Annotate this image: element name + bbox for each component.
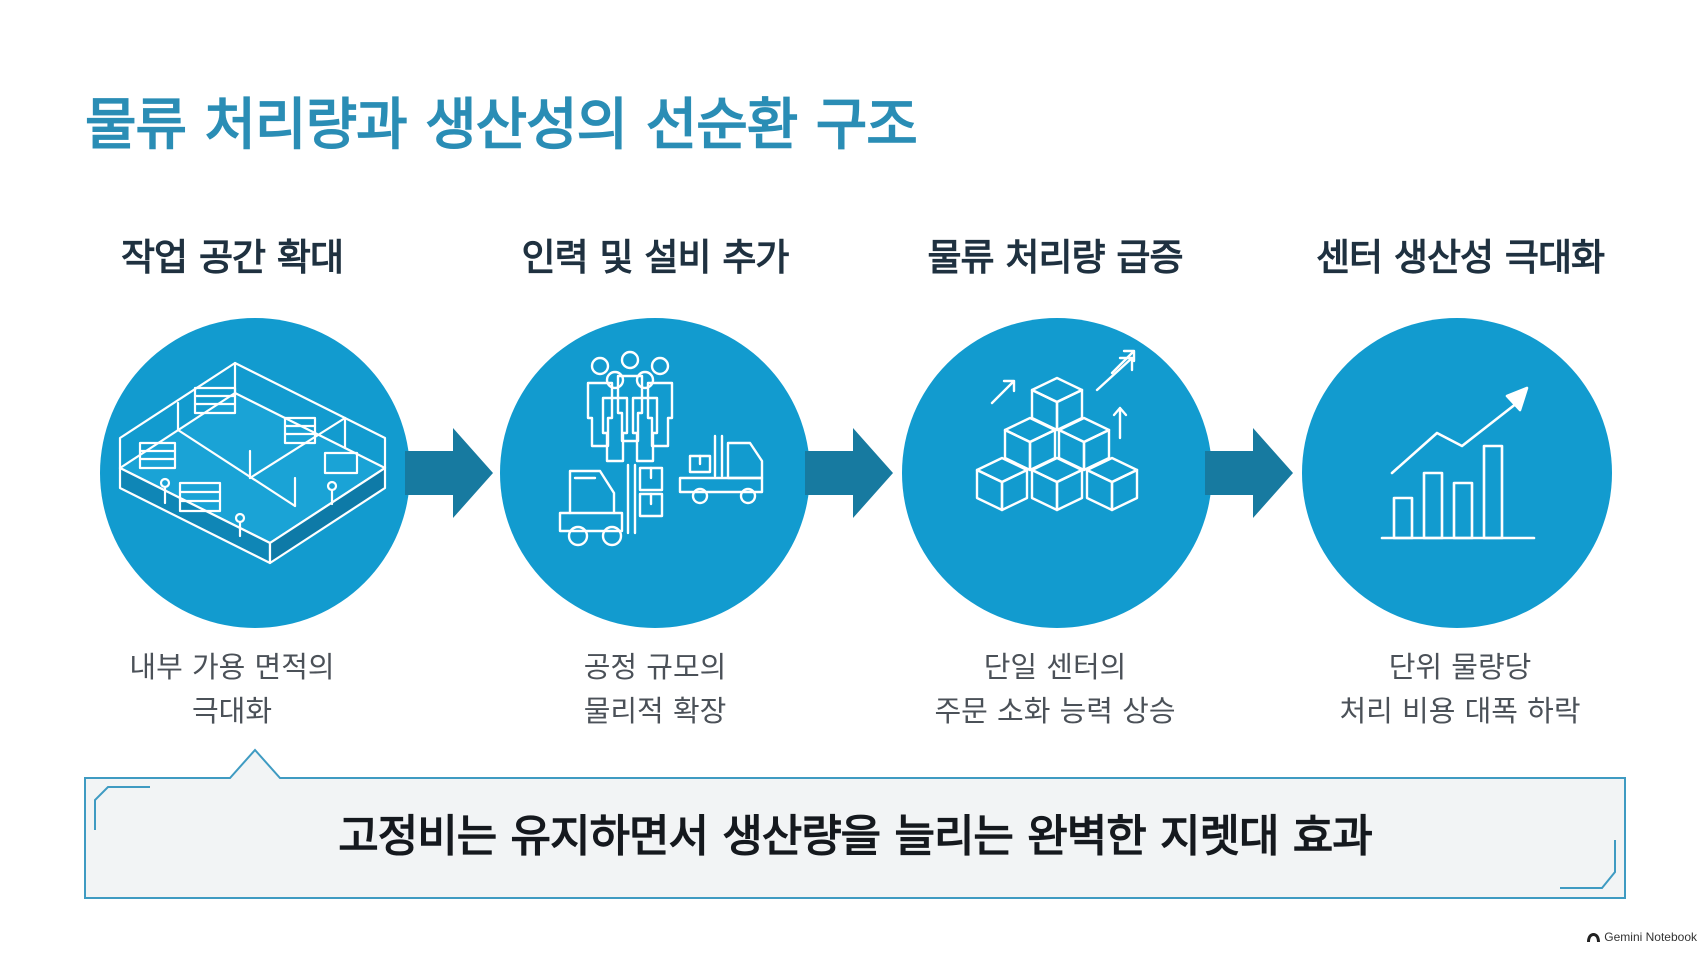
callout-text: 고정비는 유지하면서 생산량을 늘리는 완벽한 지렛대 효과 [338, 811, 1372, 862]
notebook-logo-icon [1587, 932, 1601, 942]
right-arrow-icon [405, 428, 493, 518]
right-arrow-icon [805, 428, 893, 518]
step-heading: 작업 공간 확대 [120, 236, 344, 279]
workers-forklift-icon [500, 318, 810, 628]
desc-line: 물리적 확장 [583, 694, 727, 728]
desc-line: 내부 가용 면적의 [129, 650, 335, 684]
step-heading: 인력 및 설비 추가 [521, 236, 790, 279]
desc-line: 단위 물량당 [1388, 650, 1532, 684]
brand-label: Gemini Notebook [1604, 930, 1697, 944]
step-description: 단위 물량당 처리 비용 대폭 하락 [1250, 645, 1670, 733]
step-productivity-max: 센터 생산성 극대화 [1250, 228, 1670, 288]
step-staff-equipment: 인력 및 설비 추가 [445, 228, 865, 288]
step-description: 공정 규모의 물리적 확장 [445, 645, 865, 733]
step-throughput-surge: 물류 처리량 급증 [845, 228, 1265, 288]
desc-line: 단일 센터의 [983, 650, 1127, 684]
step-description: 내부 가용 면적의 극대화 [22, 645, 442, 733]
desc-line: 주문 소화 능력 상승 [934, 694, 1176, 728]
bar-chart-growth-icon [1302, 318, 1612, 628]
step-description: 단일 센터의 주문 소화 능력 상승 [845, 645, 1265, 733]
step-workspace-expansion: 작업 공간 확대 [22, 228, 442, 288]
right-arrow-icon [1205, 428, 1293, 518]
boxes-growth-icon [902, 318, 1212, 628]
brand-watermark: Gemini Notebook [1587, 930, 1697, 944]
step-heading: 센터 생산성 극대화 [1315, 236, 1605, 279]
desc-line: 처리 비용 대폭 하락 [1339, 694, 1581, 728]
page-title: 물류 처리량과 생산성의 선순환 구조 [85, 93, 918, 158]
step-heading: 물류 처리량 급증 [927, 236, 1183, 279]
warehouse-floorplan-icon [100, 318, 410, 628]
desc-line: 극대화 [191, 694, 273, 728]
desc-line: 공정 규모의 [583, 650, 727, 684]
